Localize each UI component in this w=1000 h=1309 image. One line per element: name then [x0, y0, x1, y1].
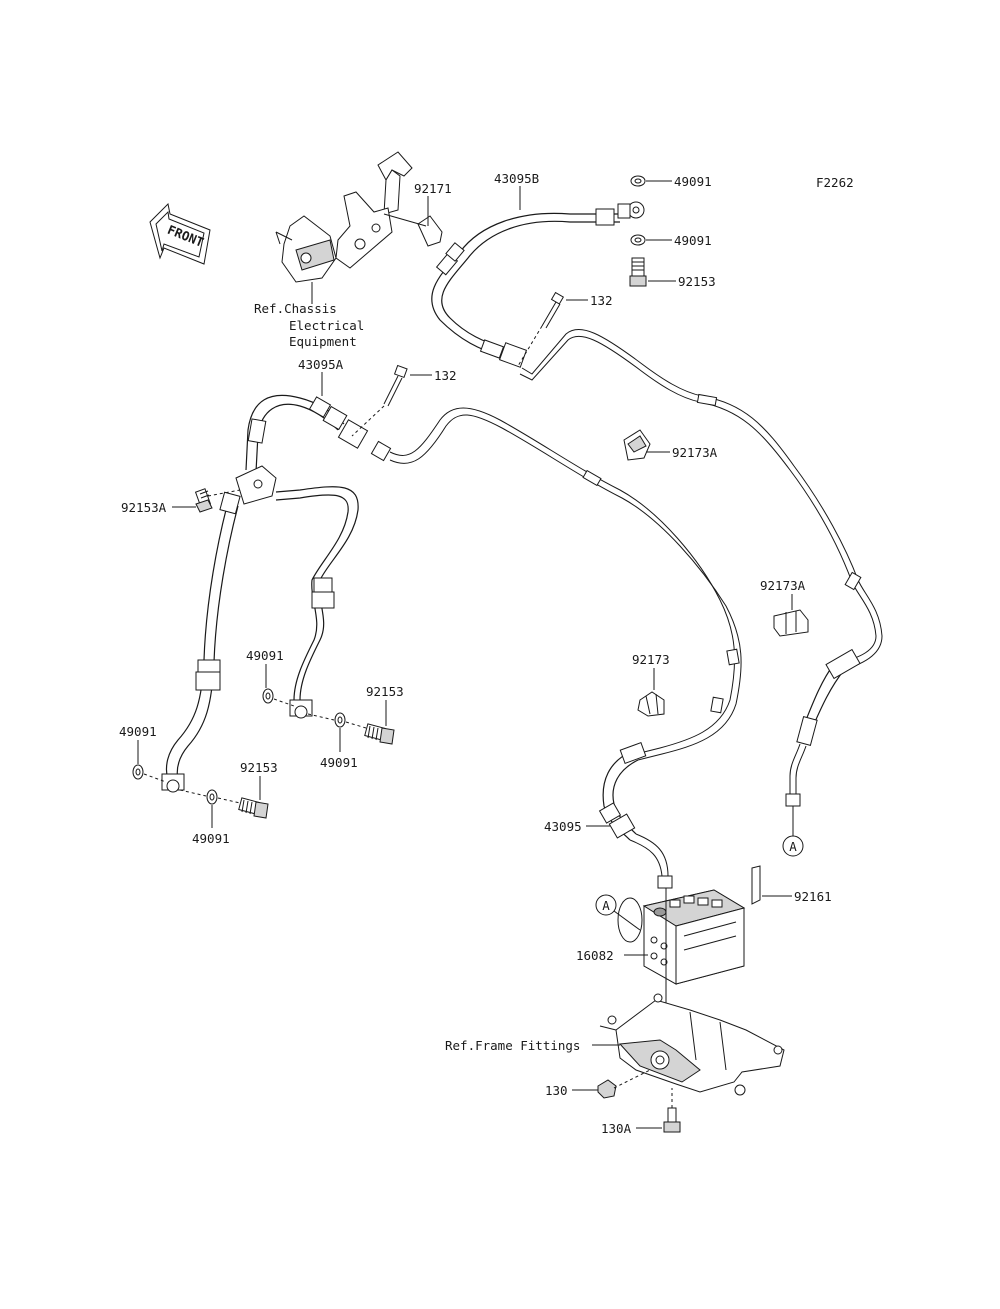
front-arrow-icon: FRONT: [149, 202, 211, 265]
label-130A: 130A: [601, 1121, 632, 1136]
label-ref-frame: Ref.Frame Fittings: [445, 1038, 580, 1053]
washer-49091-top1: [630, 175, 646, 187]
label-16082: 16082: [576, 948, 614, 963]
abs-unit: [617, 865, 792, 985]
label-49091-top2: 49091: [674, 233, 712, 248]
bolt-92153-top: [629, 257, 647, 287]
figure-code: F2262: [816, 175, 854, 190]
label-132-upper: 132: [590, 293, 613, 308]
label-92171: 92171: [414, 181, 452, 196]
brake-pipes: [389, 329, 883, 761]
washer-49091-l3: [132, 764, 144, 780]
callout-A-left-label: A: [602, 898, 610, 913]
label-49091-l3: 49091: [119, 724, 157, 739]
label-132-lower: 132: [434, 368, 457, 383]
bolt-132-lower: [383, 364, 408, 407]
label-49091-l2: 49091: [320, 755, 358, 770]
washer-49091-top2: [630, 234, 646, 246]
label-92153-l2: 92153: [240, 760, 278, 775]
clamp-92173: [637, 691, 665, 717]
hose-43095A: [161, 394, 392, 793]
label-130: 130: [545, 1083, 568, 1098]
chassis-bracket: [275, 151, 443, 283]
bolt-92153-l2: [238, 797, 269, 819]
hose-43095B: [431, 201, 645, 368]
bolt-130A: [663, 1088, 681, 1133]
label-49091-l1: 49091: [246, 648, 284, 663]
label-49091-top1: 49091: [674, 174, 712, 189]
label-43095B: 43095B: [494, 171, 539, 186]
bolt-92153-l1: [364, 723, 395, 745]
abs-mount-bracket: [599, 993, 785, 1096]
callout-A-right: [782, 835, 804, 857]
clamp-92173A-upper: [623, 429, 651, 461]
callout-A-left: [595, 894, 617, 916]
clamp-92173A-lower: [773, 609, 809, 637]
label-ref-chassis-2: Electrical: [289, 318, 364, 333]
label-ref-chassis-3: Equipment: [289, 334, 357, 349]
label-92173A-upper: 92173A: [672, 445, 718, 460]
label-43095A: 43095A: [298, 357, 344, 372]
hose-right-A: [785, 648, 861, 807]
label-49091-l4: 49091: [192, 831, 230, 846]
bolt-92153A: [194, 488, 213, 513]
washer-49091-l1: [262, 688, 274, 704]
washer-49091-l2: [334, 712, 346, 728]
label-92153-l1: 92153: [366, 684, 404, 699]
bolt-130: [597, 1069, 651, 1099]
bolt-132-upper: [541, 291, 565, 329]
label-92173A-lower: 92173A: [760, 578, 806, 593]
label-92153-top: 92153: [678, 274, 716, 289]
label-92173: 92173: [632, 652, 670, 667]
washer-49091-l4: [206, 789, 218, 805]
label-43095: 43095: [544, 819, 582, 834]
hose-43095: [598, 742, 673, 889]
label-92153A: 92153A: [121, 500, 167, 515]
label-ref-chassis: Ref.Chassis: [254, 301, 337, 316]
callout-A-right-label: A: [789, 839, 797, 854]
label-92161: 92161: [794, 889, 832, 904]
